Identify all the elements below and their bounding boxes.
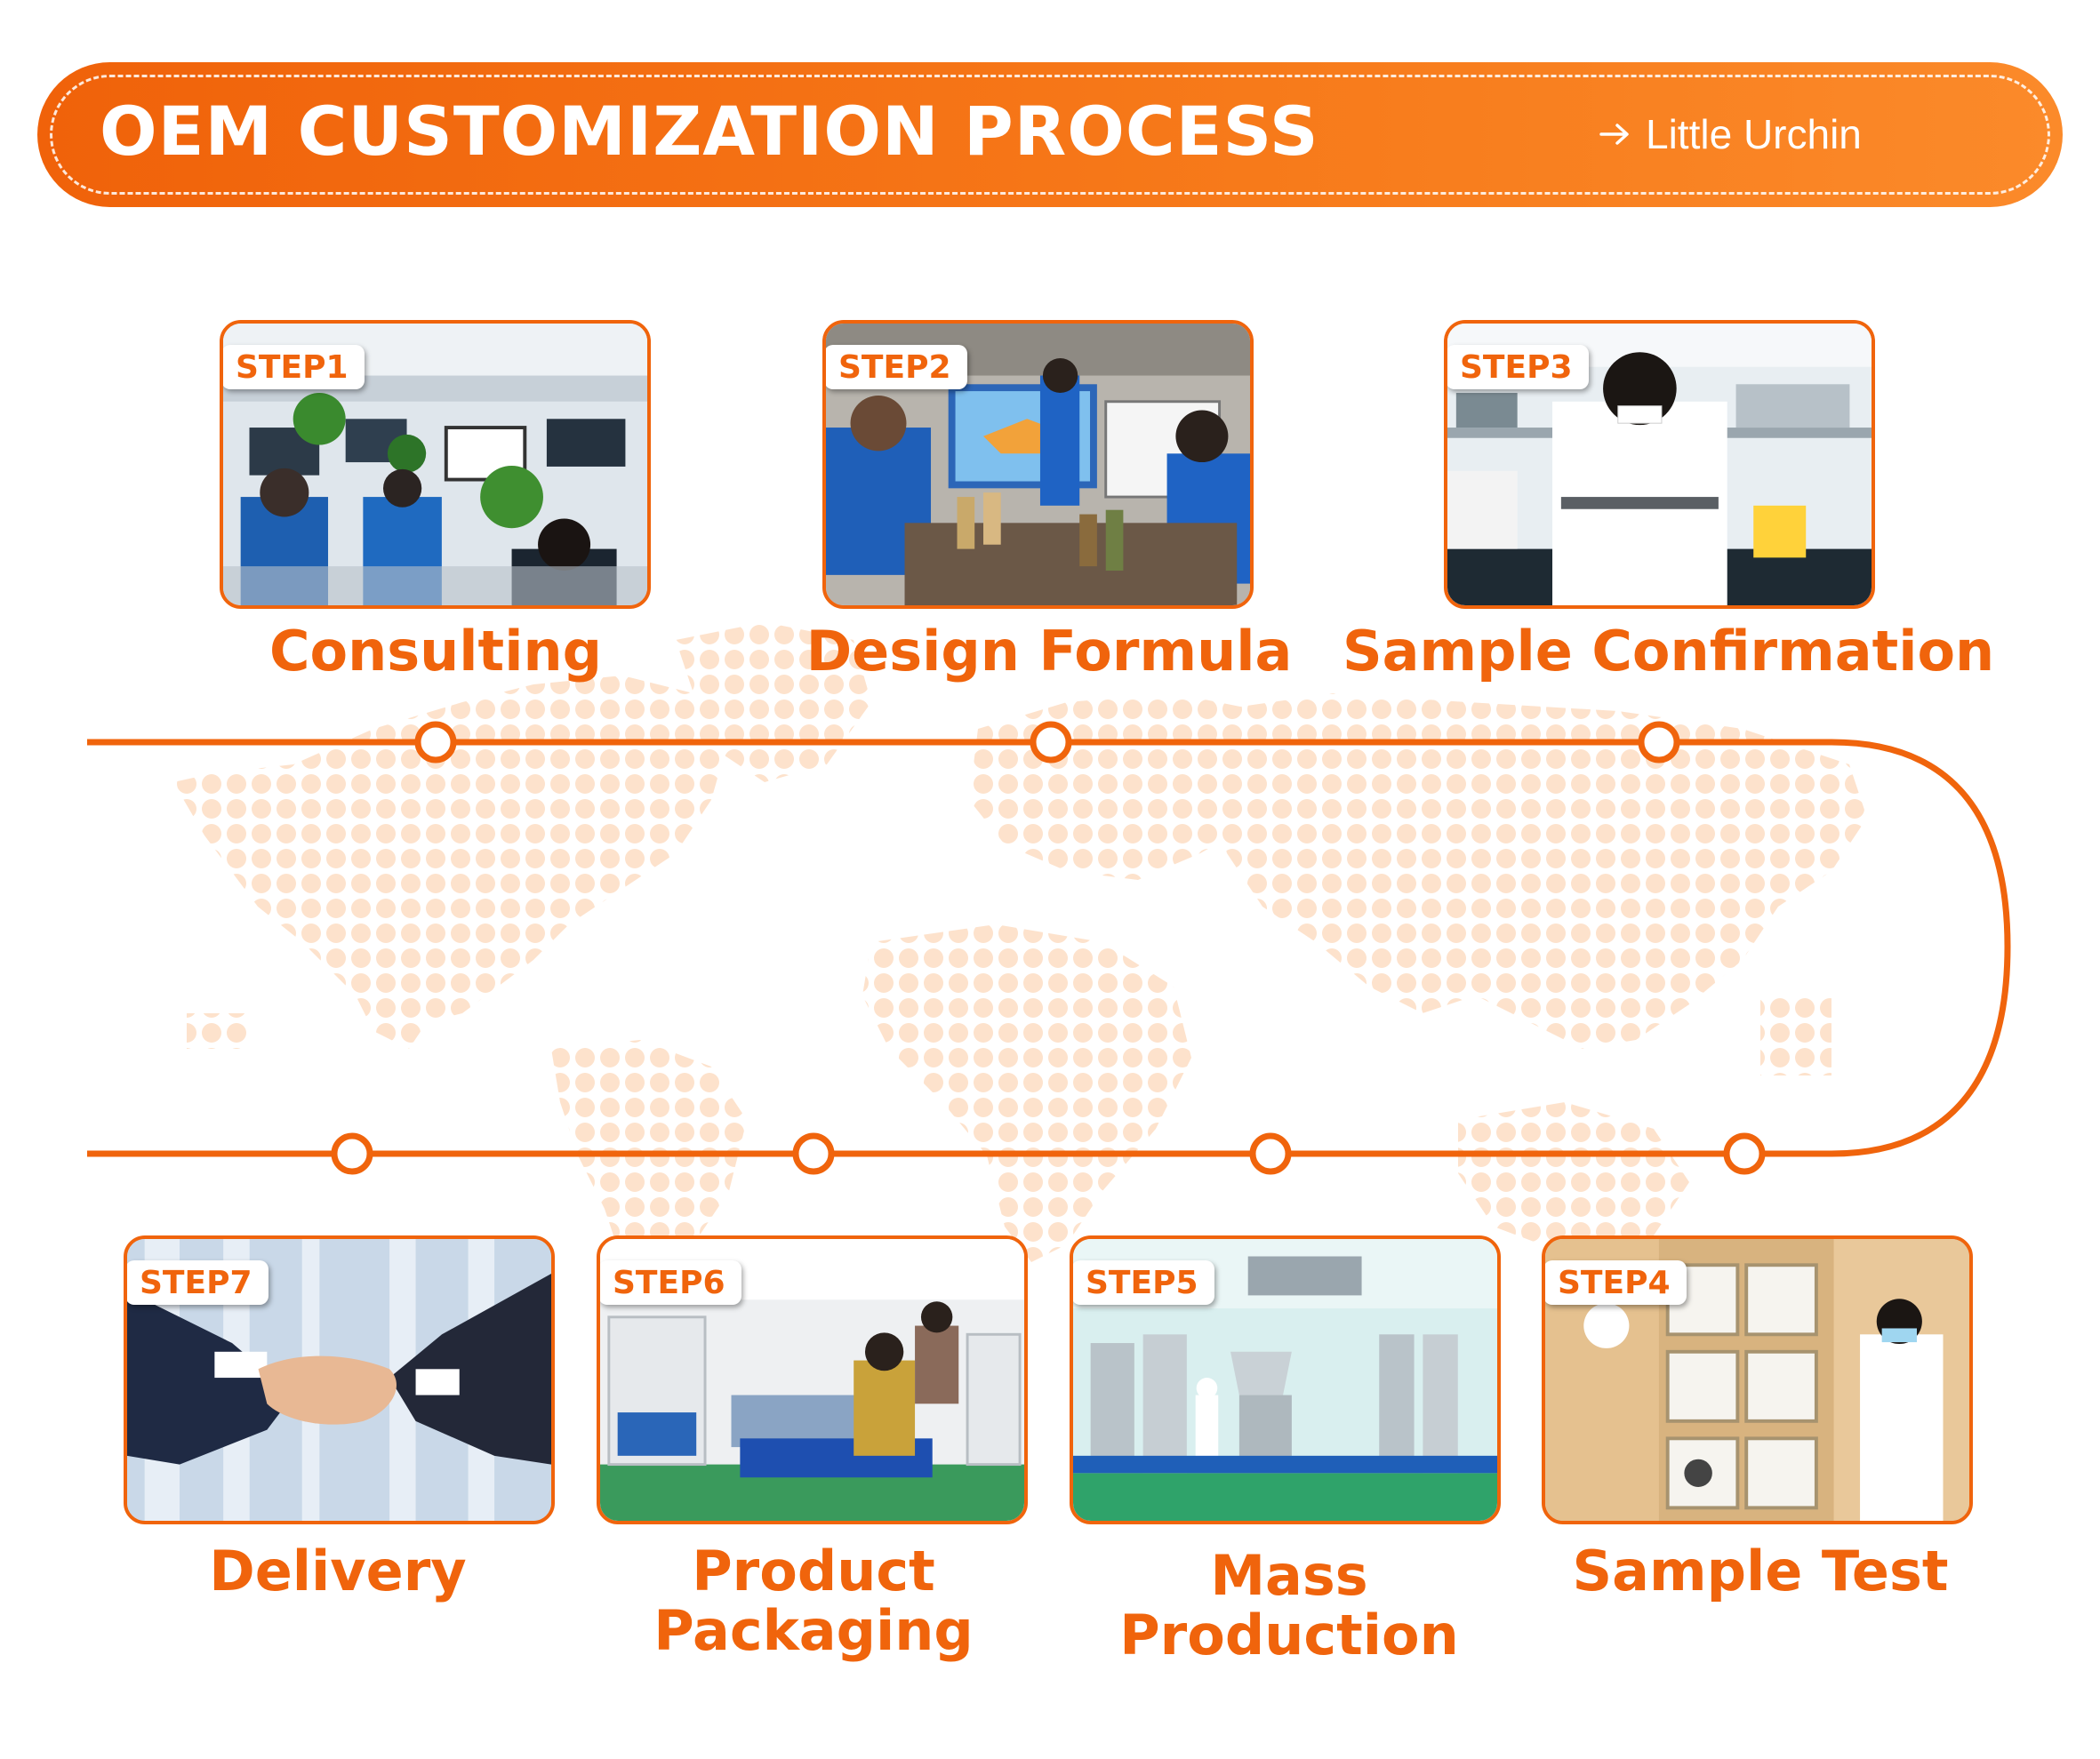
- step6-photo: STEP6: [597, 1235, 1028, 1524]
- step1-badge: STEP1: [223, 345, 365, 389]
- pet-cages-photo-image: [1545, 1239, 1969, 1521]
- step5-label: Mass Production: [1119, 1543, 1459, 1667]
- route-node-step2: [1030, 721, 1072, 764]
- brand-name: Little Urchin: [1646, 111, 1862, 157]
- step1-label: Consulting: [269, 619, 602, 684]
- step7-photo: STEP7: [124, 1235, 555, 1524]
- step6-label: Product Packaging: [653, 1539, 974, 1663]
- page-title: OEM CUSTOMIZATION PROCESS: [100, 92, 1319, 171]
- step5-badge: STEP5: [1073, 1260, 1214, 1305]
- step3-photo: STEP3: [1444, 320, 1875, 609]
- step4-badge: STEP4: [1545, 1260, 1687, 1305]
- step5-photo: STEP5: [1070, 1235, 1501, 1524]
- route-node-step5: [1249, 1132, 1292, 1175]
- step2-label: Design Formula: [806, 619, 1293, 684]
- step4-label: Sample Test: [1572, 1539, 1949, 1603]
- step2-badge: STEP2: [826, 345, 967, 389]
- step3-label: Sample Confirmation: [1343, 619, 1995, 684]
- title-banner: OEM CUSTOMIZATION PROCESS Little Urchin: [37, 62, 2063, 207]
- step6-badge: STEP6: [600, 1260, 741, 1305]
- step7-label: Delivery: [209, 1539, 467, 1603]
- brand-subtitle: Little Urchin: [1598, 114, 1862, 155]
- step1-photo: STEP1: [220, 320, 651, 609]
- route-node-step1: [414, 721, 457, 764]
- route-node-step7: [331, 1132, 373, 1175]
- step4-photo: STEP4: [1542, 1235, 1973, 1524]
- route-node-step4: [1723, 1132, 1766, 1175]
- route-node-step3: [1638, 721, 1680, 764]
- route-node-step6: [792, 1132, 835, 1175]
- banner-dashed-border: [50, 75, 2050, 195]
- step7-badge: STEP7: [127, 1260, 269, 1305]
- step2-photo: STEP2: [822, 320, 1254, 609]
- right-arrow-icon: [1599, 124, 1629, 145]
- step3-badge: STEP3: [1447, 345, 1589, 389]
- route-line: [87, 739, 2011, 1157]
